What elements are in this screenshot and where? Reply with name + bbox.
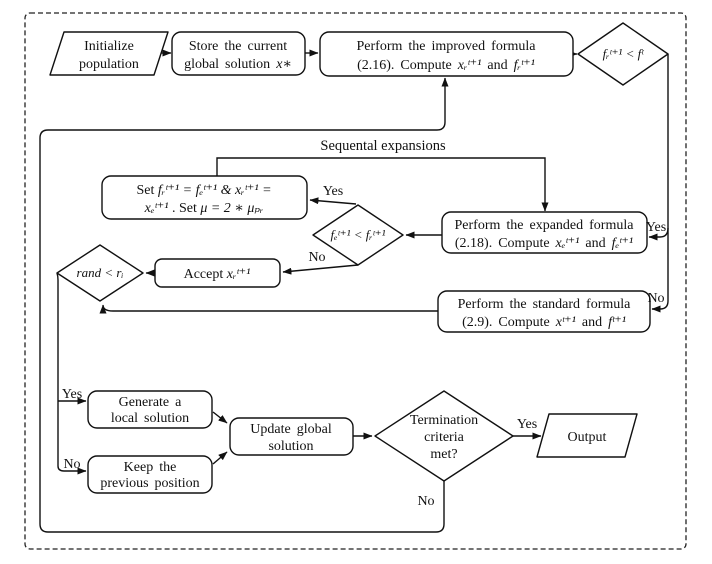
node-improved-line1: Perform the improved formula <box>357 39 537 54</box>
node-output <box>536 413 638 458</box>
node-set-line2: xₑᵗ⁺¹ . Set μ = 2 ∗ μₚᵣ <box>144 201 264 216</box>
node-output-label: Output <box>568 430 607 445</box>
node-initialize-line1: Initialize <box>84 39 134 54</box>
decision-rand-pulse-rate <box>56 244 144 302</box>
node-store-line2: global solution x∗ <box>184 57 292 72</box>
node-initialize-population <box>49 31 169 76</box>
edge-expand-check-no-to-accept <box>282 264 359 275</box>
node-generate-line2: local solution <box>111 411 189 426</box>
node-set-solution-and-mu <box>101 175 308 220</box>
node-expanded-line2: (2.18). Compute xₑᵗ⁺¹ and fₑᵗ⁺¹ <box>455 236 633 251</box>
edge-set-to-expanded-sequential-loop <box>216 157 549 212</box>
node-store-line1: Store the current <box>189 39 287 54</box>
node-keep-previous-position <box>87 455 213 494</box>
edge-expand-check-yes-to-set <box>309 197 357 205</box>
decision-improved-fitness <box>577 22 669 86</box>
edge-improved-check-no-to-standard <box>651 54 669 313</box>
label-no-termination: No <box>417 494 434 509</box>
node-standard-formula <box>437 290 651 333</box>
edge-standard-to-rand-check <box>99 304 438 314</box>
decision-expanded-fitness <box>312 204 404 266</box>
edge-rand-check-no-to-keep <box>56 272 87 475</box>
decision-termination-line2: criteria <box>424 430 464 445</box>
node-set-line1: Set fᵣᵗ⁺¹ = fₑᵗ⁺¹ & xᵣᵗ⁺¹ = <box>136 183 271 198</box>
label-yes-termination: Yes <box>517 417 537 432</box>
decision-rand-pulse-rate-label: rand < rᵢ <box>77 265 124 280</box>
node-expanded-line1: Perform the expanded formula <box>455 218 635 233</box>
node-improved-line2: (2.16). Compute xᵣᵗ⁺¹ and fᵣᵗ⁺¹ <box>357 58 535 73</box>
label-yes-rand-check: Yes <box>62 387 82 402</box>
decision-termination-line3: met? <box>430 447 457 462</box>
label-yes-improved-check: Yes <box>646 220 666 235</box>
node-update-global-solution <box>229 417 354 456</box>
node-generate-line1: Generate a <box>119 395 183 410</box>
node-standard-line2: (2.9). Compute xᵗ⁺¹ and fᵗ⁺¹ <box>462 315 626 330</box>
node-keep-line1: Keep the <box>124 460 177 475</box>
node-keep-line2: previous position <box>100 476 199 491</box>
node-standard-line1: Perform the standard formula <box>458 297 632 312</box>
node-generate-local-solution <box>87 390 213 429</box>
node-expanded-formula <box>441 211 648 254</box>
label-no-expand-check: No <box>308 250 325 265</box>
node-accept-label: Accept xᵣᵗ⁺¹ <box>184 267 251 282</box>
edge-termination-no-feedback-loop <box>39 77 449 533</box>
label-no-rand-check: No <box>63 457 80 472</box>
label-no-improved-check: No <box>647 291 664 306</box>
decision-termination-line1: Termination <box>410 413 478 428</box>
edge-labels: Sequental expansions Yes No Yes No Yes N… <box>62 138 666 509</box>
node-initialize-line2: population <box>79 57 139 72</box>
node-update-line2: solution <box>268 439 313 454</box>
edge-improved-check-yes-to-expanded <box>648 227 669 241</box>
label-sequential-expansions: Sequental expansions <box>320 138 446 154</box>
label-yes-expand-check: Yes <box>323 184 343 199</box>
node-improved-formula <box>319 31 574 77</box>
edge-generate-to-update <box>212 411 228 424</box>
figure-dashed-border <box>24 12 687 550</box>
decision-termination <box>374 390 514 482</box>
edge-keep-to-update <box>212 451 228 465</box>
flow-arrows <box>39 49 669 533</box>
node-accept-solution <box>154 258 281 288</box>
node-store-global-solution <box>171 31 306 76</box>
flow-nodes: Initialize population Store the current … <box>49 22 669 494</box>
node-update-line1: Update global <box>250 422 332 437</box>
decision-expanded-fitness-label: fₑᵗ⁺¹ < fᵣᵗ⁺¹ <box>331 227 386 242</box>
decision-improved-fitness-label: fᵣᵗ⁺¹ < fᵗ <box>603 46 645 61</box>
